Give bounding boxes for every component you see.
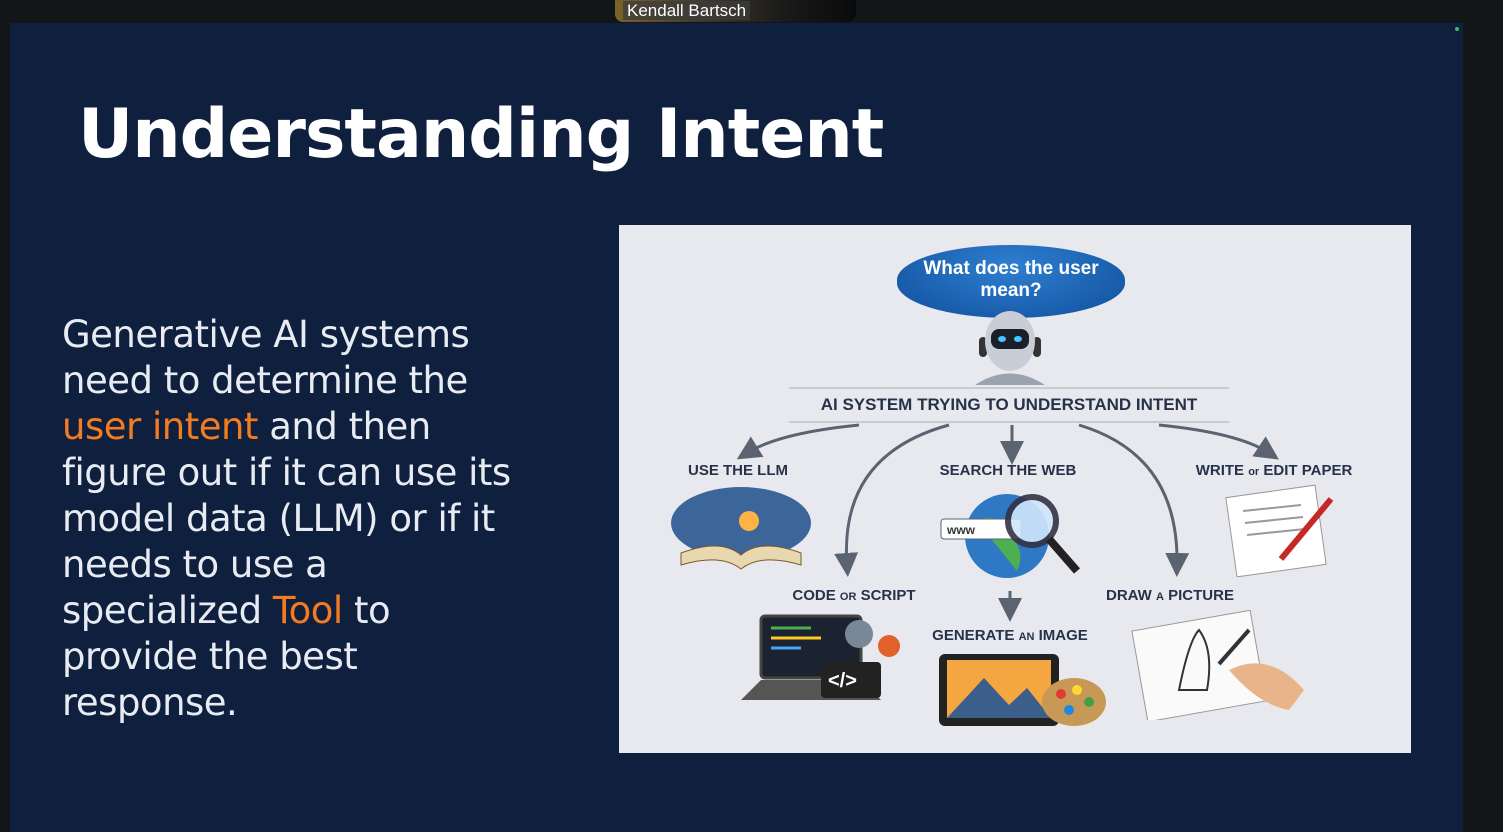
book-network-icon (671, 487, 811, 570)
participant-name: Kendall Bartsch (623, 1, 751, 20)
label-part: IMAGE (1034, 627, 1088, 644)
generate-image-icon (939, 654, 1106, 726)
label-part: CODE (792, 587, 840, 604)
label-part: WRITE (1195, 462, 1249, 479)
slide-title: Understanding Intent (78, 95, 884, 174)
code-symbol: </> (828, 670, 857, 692)
option-code-script: CODE OR SCRIPT (792, 587, 915, 604)
label-part: AN (1018, 631, 1035, 643)
diagram-banner: AI SYSTEM TRYING TO UNDERSTAND INTENT (789, 387, 1229, 423)
option-generate-image: GENERATE AN IMAGE (932, 627, 1088, 644)
code-laptop-icon: </> (741, 614, 900, 700)
paper-pen-icon (1225, 484, 1334, 577)
label-part: OR (839, 591, 857, 603)
intent-diagram-image: What does the user mean? AI SYSTEM TRYIN… (619, 225, 1411, 753)
option-search-web: SEARCH THE WEB (939, 462, 1077, 479)
sharing-indicator-dot (1455, 27, 1459, 31)
option-draw-picture: DRAW A PICTURE (1106, 587, 1234, 604)
drawing-hand-icon (1131, 610, 1304, 720)
robot-icon (975, 311, 1045, 385)
highlight-tool: Tool (272, 589, 343, 632)
body-text: Generative AI systems need to determine … (62, 313, 470, 402)
search-web-icon: www (940, 494, 1081, 578)
option-use-llm: USE THE LLM (688, 462, 788, 479)
flow-arrows (736, 423, 1279, 622)
body-text: and then figure out if it can use its mo… (62, 405, 511, 632)
label-part: GENERATE (932, 627, 1019, 644)
label-part: EDIT PAPER (1259, 462, 1353, 479)
speech-bubble: What does the user mean? (897, 245, 1125, 318)
www-text: www (946, 523, 976, 537)
label-part: or (1248, 466, 1260, 478)
body-text: to provide the best response. (62, 589, 391, 724)
label-part: DRAW (1106, 587, 1157, 604)
highlight-user-intent: user intent (62, 405, 258, 448)
participant-video-tile[interactable]: Kendall Bartsch (615, 0, 856, 22)
label-part: SCRIPT (856, 587, 916, 604)
label-part: PICTURE (1163, 587, 1234, 604)
slide-body-text: Generative AI systems need to determine … (62, 312, 532, 726)
label-part: A (1156, 591, 1164, 603)
option-write-paper: WRITE or EDIT PAPER (1196, 462, 1353, 479)
